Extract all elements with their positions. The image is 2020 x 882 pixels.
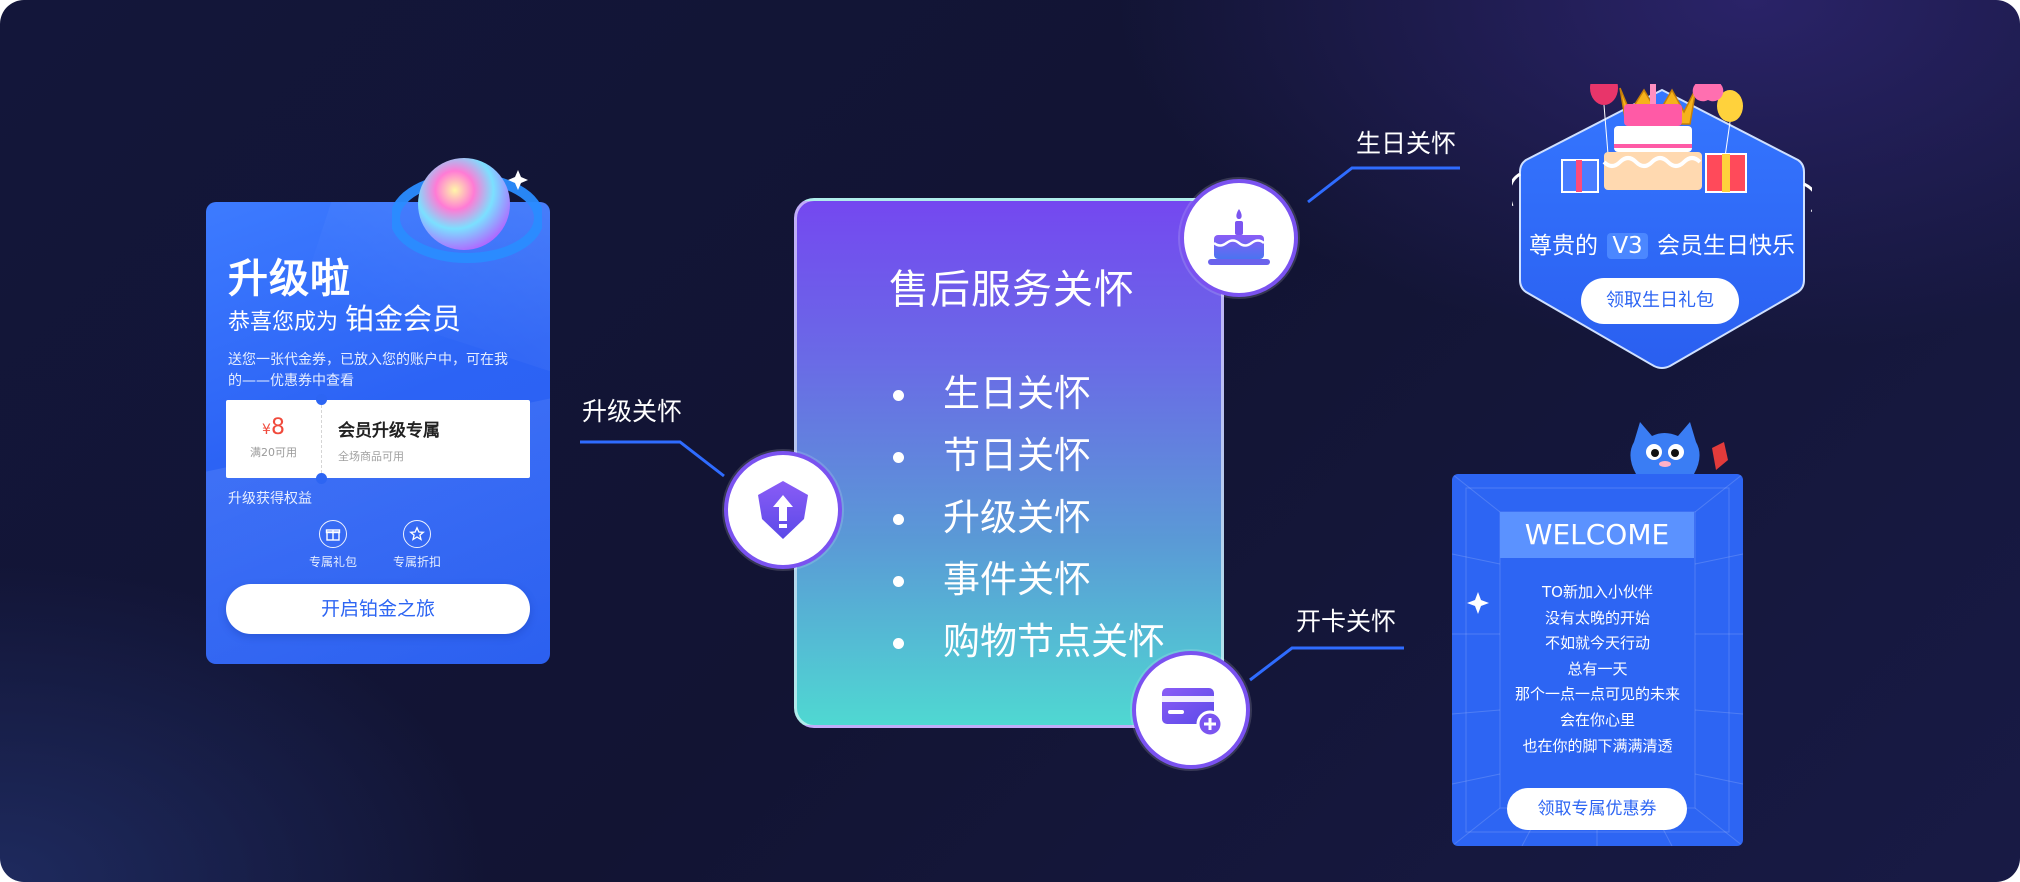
cake-icon: [1208, 209, 1270, 265]
coupon-value: ¥8 满20可用: [226, 394, 327, 484]
message-line: 没有太晚的开始: [1544, 608, 1650, 627]
message-line: TO新加入小伙伴: [1542, 583, 1653, 601]
message-line: 也在你的脚下满满清透: [1522, 736, 1673, 755]
tag-upgrade-care: 升级关怀: [582, 397, 683, 426]
message-line: 会在你心里: [1559, 710, 1635, 729]
after-sales-care-card: 售后服务关怀 生日关怀 节日关怀 升级关怀 事件关怀 购物节点关怀: [794, 198, 1224, 728]
birthday-greeting: 尊贵的 V3 会员生日快乐: [1512, 226, 1812, 260]
message-line: 总有一天: [1567, 659, 1628, 678]
list-item: 生日关怀: [893, 363, 1165, 425]
upgrade-card: 升级啦 恭喜您成为 铂金会员 送您一张代金券，已放入您的账户中，可在我的——优惠…: [206, 202, 550, 664]
currency-symbol: ¥: [262, 422, 271, 438]
right-label: 专属礼包: [308, 555, 357, 569]
upgrade-title: 升级啦: [228, 256, 351, 302]
orb-illustration: [392, 158, 542, 263]
gift-icon: [319, 520, 347, 548]
coupon-info: 会员升级专属 全场商品可用: [322, 400, 440, 478]
message-line: 不如就今天行动: [1544, 634, 1650, 653]
star-icon: [403, 520, 431, 548]
upgrade-description: 送您一张代金券，已放入您的账户中，可在我的——优惠券中查看: [228, 352, 508, 389]
tag-birthday-care: 生日关怀: [1356, 129, 1457, 158]
card-open-circle[interactable]: [1132, 651, 1250, 769]
greeting-suffix: 会员生日快乐: [1657, 233, 1795, 259]
coupon-condition: 满20可用: [250, 446, 297, 459]
claim-coupon-button[interactable]: 领取专属优惠券: [1507, 788, 1687, 830]
cat-mascot: [1630, 422, 1728, 474]
coupon-price: ¥8: [226, 416, 321, 442]
coupon[interactable]: ¥8 满20可用 会员升级专属 全场商品可用: [226, 394, 530, 484]
start-journey-button[interactable]: 开启铂金之旅: [226, 584, 530, 634]
upgrade-subtitle: 恭喜您成为 铂金会员: [228, 296, 461, 338]
list-item: 购物节点关怀: [893, 611, 1165, 673]
card-add-icon: [1162, 688, 1224, 738]
rights-list: 专属礼包 专属折扣: [306, 520, 444, 570]
upgrade-circle[interactable]: [724, 451, 842, 569]
list-item: 升级关怀: [893, 487, 1165, 549]
member-level: 铂金会员: [345, 302, 462, 336]
center-title: 售后服务关怀: [889, 267, 1135, 313]
subtitle-prefix: 恭喜您成为: [228, 310, 339, 335]
welcome-heading: WELCOME: [1500, 512, 1694, 558]
coupon-amount: 8: [270, 415, 285, 440]
right-label: 专属折扣: [392, 555, 441, 569]
tag-card-open-care: 开卡关怀: [1296, 607, 1397, 636]
birthday-circle[interactable]: [1180, 179, 1298, 297]
list-item: 节日关怀: [893, 425, 1165, 487]
greeting-prefix: 尊贵的: [1529, 233, 1598, 259]
rights-title: 升级获得权益: [228, 491, 312, 507]
right-item-gift[interactable]: 专属礼包: [306, 520, 360, 570]
welcome-message: TO新加入小伙伴 没有太晚的开始 不如就今天行动 总有一天 那个一点一点可见的未…: [1452, 580, 1743, 759]
member-badge: V3: [1607, 233, 1648, 259]
list-item: 事件关怀: [893, 549, 1165, 611]
right-item-discount[interactable]: 专属折扣: [390, 520, 444, 570]
care-list: 生日关怀 节日关怀 升级关怀 事件关怀 购物节点关怀: [893, 363, 1165, 673]
message-line: 那个一点一点可见的未来: [1514, 685, 1680, 704]
claim-birthday-gift-button[interactable]: 领取生日礼包: [1581, 278, 1739, 324]
coupon-name: 会员升级专属: [338, 421, 440, 441]
upgrade-arrow-icon: [758, 481, 808, 539]
coupon-scope: 全场商品可用: [338, 450, 404, 463]
